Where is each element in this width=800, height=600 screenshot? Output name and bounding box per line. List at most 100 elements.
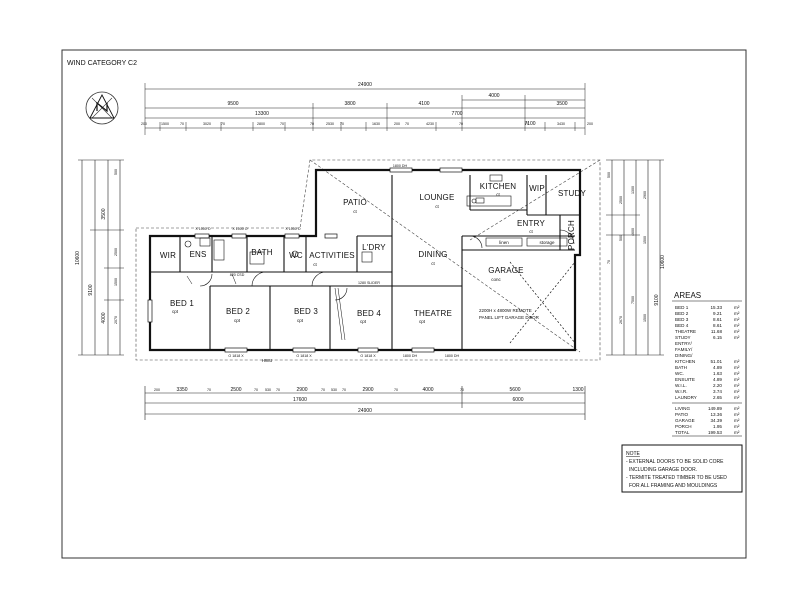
svg-text:5600: 5600 [509, 387, 520, 393]
dim-top-overall: 24900 [358, 82, 372, 88]
garage-door-note-2: PANEL LIFT GARAGE DOOR [479, 315, 540, 320]
dim-top-b2: 7100 [524, 121, 535, 127]
north-arrow-icon [85, 91, 119, 125]
area-row-label: W.I.R. [675, 389, 688, 394]
svg-text:cpt: cpt [172, 309, 179, 314]
svg-text:3350: 3350 [176, 387, 187, 393]
dim-top-chain: 200 1500 70 3020 70 2800 70 70 2530 70 1… [141, 122, 593, 126]
svg-text:1630: 1630 [372, 122, 380, 126]
svg-text:70: 70 [254, 388, 258, 392]
area-row-value: 2.20 [713, 383, 722, 388]
area-row-label: STUDY [675, 335, 691, 340]
dim-top-a3: 3500 [556, 101, 567, 107]
svg-text:X 1000 O: X 1000 O [195, 227, 210, 231]
svg-text:1500: 1500 [643, 236, 647, 244]
area-total-unit: m² [734, 406, 740, 411]
room-bed1: BED 1 [170, 299, 194, 308]
area-row-label: KITCHEN [675, 359, 695, 364]
room-study: STUDY [558, 189, 587, 198]
area-row-unit: m² [734, 377, 740, 382]
svg-text:1300: 1300 [631, 186, 635, 194]
svg-text:ct: ct [431, 261, 435, 266]
svg-text:500: 500 [114, 169, 118, 175]
window-labels: X 1000 O X 1000 O X 1000 O O 1818 X O 18… [195, 164, 459, 358]
svg-text:2530: 2530 [326, 122, 334, 126]
room-bath: BATH [251, 248, 273, 257]
area-total-label: LIVING [675, 406, 690, 411]
garage-door-note-1: 2200H x 4800W REMOTE [479, 308, 532, 313]
svg-text:O 1818 X: O 1818 X [360, 354, 376, 358]
area-row-label: BED 3 [675, 317, 689, 322]
svg-text:70: 70 [394, 388, 398, 392]
svg-text:2500: 2500 [619, 196, 623, 204]
svg-text:10600: 10600 [75, 251, 81, 265]
bottom-dimension-chain: 200 3350 70 2500 70 530 70 2900 70 530 7… [154, 387, 584, 393]
area-row-value: 6.15 [713, 335, 722, 340]
area-row-unit: m² [734, 389, 740, 394]
area-row-unit: m² [734, 365, 740, 370]
svg-text:4230: 4230 [426, 122, 434, 126]
svg-text:4000: 4000 [422, 387, 433, 393]
svg-text:ct: ct [435, 204, 439, 209]
svg-text:70: 70 [607, 260, 611, 264]
svg-text:1500: 1500 [114, 278, 118, 286]
area-total-unit: m² [734, 424, 740, 429]
external-walls [148, 168, 582, 352]
svg-text:70: 70 [405, 122, 409, 126]
svg-text:70: 70 [221, 122, 225, 126]
svg-text:ct: ct [353, 209, 357, 214]
area-row-label: WC. [675, 371, 684, 376]
area-total-unit: m² [734, 412, 740, 417]
note-box: NOTE - EXTERNAL DOORS TO BE SOLID CORE I… [621, 444, 743, 493]
room-ens: ENS [189, 250, 206, 259]
wet-area-fixtures [184, 237, 373, 265]
floor-finish-labels: ct ct ct ct ct cpt cpt cpt cpt cpt conc … [172, 192, 534, 324]
svg-text:2900: 2900 [362, 387, 373, 393]
note-line-1: - EXTERNAL DOORS TO BE SOLID CORE [626, 459, 724, 465]
svg-text:2800: 2800 [257, 122, 265, 126]
area-row-value: 1.63 [713, 371, 722, 376]
svg-text:3430: 3430 [557, 122, 565, 126]
room-bed3: BED 3 [294, 307, 318, 316]
svg-text:70: 70 [342, 388, 346, 392]
svg-text:500: 500 [607, 172, 611, 178]
svg-text:2900: 2900 [296, 387, 307, 393]
area-total-value: 13.36 [711, 412, 723, 417]
area-total-value: 149.89 [708, 406, 722, 411]
dim-top-b0: 13300 [255, 111, 269, 117]
svg-text:4000: 4000 [101, 312, 107, 323]
svg-text:2670: 2670 [619, 316, 623, 324]
area-row-unit: m² [734, 371, 740, 376]
room-wc: WC [289, 251, 303, 260]
internal-walls [150, 175, 580, 350]
svg-text:70: 70 [321, 388, 325, 392]
svg-text:500: 500 [619, 235, 623, 241]
area-total-label: PORCH [675, 424, 692, 429]
area-row-unit: m² [734, 305, 740, 310]
svg-text:530: 530 [265, 388, 271, 392]
area-total-unit: m² [734, 430, 740, 435]
svg-text:70: 70 [525, 122, 529, 126]
area-row-value: 4.89 [713, 365, 722, 370]
svg-text:9100: 9100 [88, 284, 94, 295]
kitchen-fixtures [466, 174, 512, 207]
area-total-unit: m² [734, 418, 740, 423]
svg-text:ct: ct [496, 192, 500, 197]
garage-door-line [509, 261, 576, 344]
svg-text:70: 70 [460, 388, 464, 392]
svg-text:cpt: cpt [360, 319, 367, 324]
svg-text:O 1818 X: O 1818 X [296, 354, 312, 358]
area-row-value: 11.68 [711, 329, 723, 334]
svg-text:820 CSD: 820 CSD [230, 273, 245, 277]
svg-text:9100: 9100 [654, 294, 660, 305]
area-row-label: ENSUITE [675, 377, 695, 382]
right-dimension-lines [606, 159, 664, 356]
door-swings [199, 229, 575, 301]
area-total-value: 1.95 [713, 424, 722, 429]
area-row-unit: m² [734, 323, 740, 328]
svg-text:1800 DH: 1800 DH [403, 354, 418, 358]
svg-text:4600: 4600 [631, 228, 635, 236]
area-row-value: 8.61 [713, 323, 722, 328]
